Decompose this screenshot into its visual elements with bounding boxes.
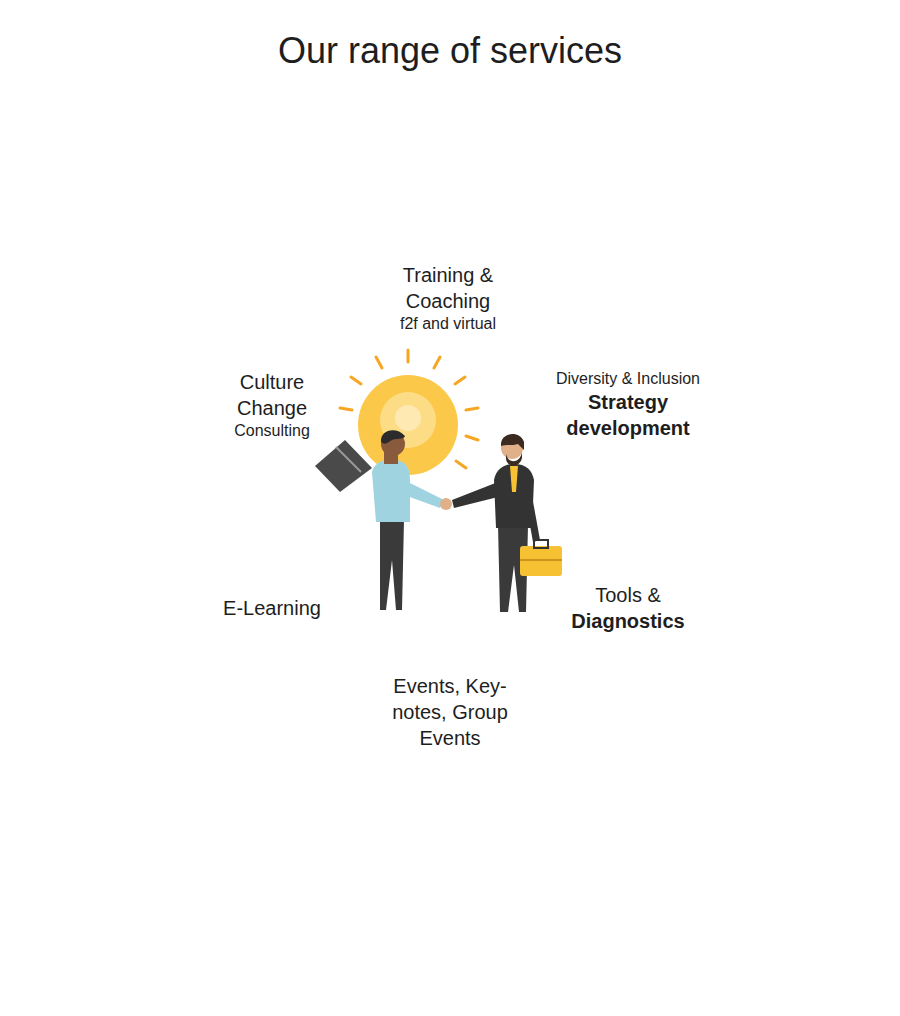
right-person [440,434,562,612]
service-name: Training & Coaching [383,262,513,314]
service-detail: f2f and virtual [400,314,496,335]
service-hexagon: Diversity & InclusionStrategy developmen… [513,314,743,496]
neck [680,606,798,608]
service-hexagon: Culture ChangeConsulting [172,314,372,496]
nut-icon [519,842,551,878]
neck [183,660,240,762]
service-hexagon: Training & Coachingf2f and virtual [343,207,553,389]
service-name: E-Learning [223,595,321,621]
icon-hex [491,823,579,897]
service-detail: Diagnostics [571,608,684,634]
orbit-icon [341,142,387,169]
service-name: Events, Key-notes, Group Events [380,673,520,751]
service-name: Diversity & Inclusion [556,369,700,390]
neck [362,160,430,260]
hexagon-fill [177,525,367,691]
service-hexagon: Tools &Diagnostics [525,517,731,699]
hex-necks [100,160,798,860]
icon-hex [666,225,754,299]
left-person [372,430,444,610]
icon-hex [139,725,227,799]
bulb-glow [380,392,436,448]
icon-hex [318,118,406,192]
square-spiral-icon [691,243,729,281]
page-title: Our range of services [0,30,900,72]
bulb-thread [336,447,361,472]
three-circles-icon [779,589,817,624]
bulb-glow [395,405,421,431]
neck [100,403,220,405]
monitor-icon [82,388,118,419]
hexagon-fill [351,215,545,381]
service-name: Culture Change [213,369,331,421]
hexagon-fill [348,629,552,795]
service-hexagon: Events, Key-notes, Group Events [340,621,560,803]
bulb-base [315,440,372,492]
hexagon-fill [180,322,364,488]
service-detail: Strategy development [553,389,703,441]
neck [660,262,710,360]
hexagon-fill [533,525,723,691]
service-hexagon: E-Learning [169,517,375,699]
icon-hexes [58,118,842,897]
icon-hex [58,366,146,440]
icon-hex [754,569,842,643]
hexagon-fill [521,322,735,488]
service-detail: Consulting [234,421,310,442]
service-name: Tools & [595,582,661,608]
neck [480,760,535,860]
hexagon-shape [525,517,731,699]
bulb [358,375,458,475]
pin-plus-icon [167,740,199,782]
